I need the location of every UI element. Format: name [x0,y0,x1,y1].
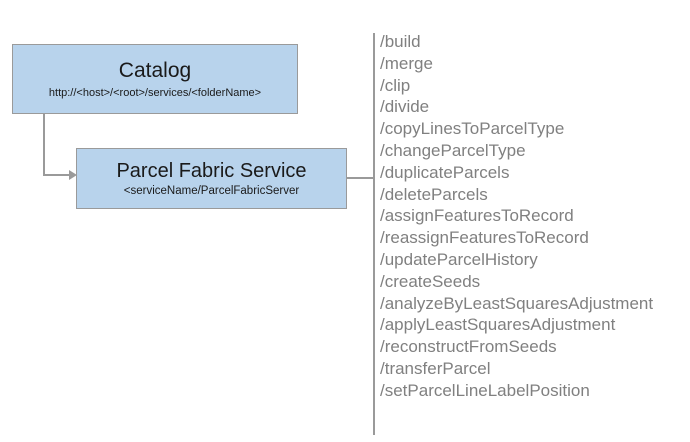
operation-list-item: /deleteParcels [380,184,488,204]
operation-list-item: /reassignFeaturesToRecord [380,228,589,248]
operation-list-item: /analyzeByLeastSquaresAdjustment [380,293,654,313]
operation-list-item: /clip [380,75,411,95]
catalog-node-url: http://<host>/<root>/services/<folderNam… [48,87,262,100]
catalog-node: Catalog http://<host>/<root>/services/<f… [12,44,298,114]
operation-list-item: /copyLinesToParcelType [380,119,565,139]
parcel-fabric-service-node-path: <serviceName/ParcelFabricServer [123,184,300,197]
operation-list-item: /assignFeaturesToRecord [380,206,574,226]
operations-divider [373,33,375,435]
operation-list-item: /merge [380,53,433,73]
arrowhead-icon [69,170,77,180]
operation-list-item: /divide [380,97,430,117]
connector-catalog-to-service-horizontal [43,174,71,176]
operation-list-item: /changeParcelType [380,140,526,160]
operation-list-item: /updateParcelHistory [380,249,538,269]
operation-list-item: /reconstructFromSeeds [380,337,557,357]
operations-list: /build/merge/clip/divide/copyLinesToParc… [380,31,680,402]
operation-list-item: /applyLeastSquaresAdjustment [380,315,616,335]
catalog-node-title: Catalog [118,59,192,83]
operation-list-item: /transferParcel [380,358,491,378]
operation-list-item: /setParcelLineLabelPosition [380,380,590,400]
parcel-fabric-service-node: Parcel Fabric Service <serviceName/Parce… [76,148,347,209]
operation-list-item: /createSeeds [380,271,481,291]
connector-catalog-to-service-vertical [43,114,45,175]
operation-list-item: /build [380,32,421,51]
operation-list-item: /duplicateParcels [380,162,510,182]
connector-service-to-operations [347,177,374,179]
parcel-fabric-service-node-title: Parcel Fabric Service [116,159,307,182]
